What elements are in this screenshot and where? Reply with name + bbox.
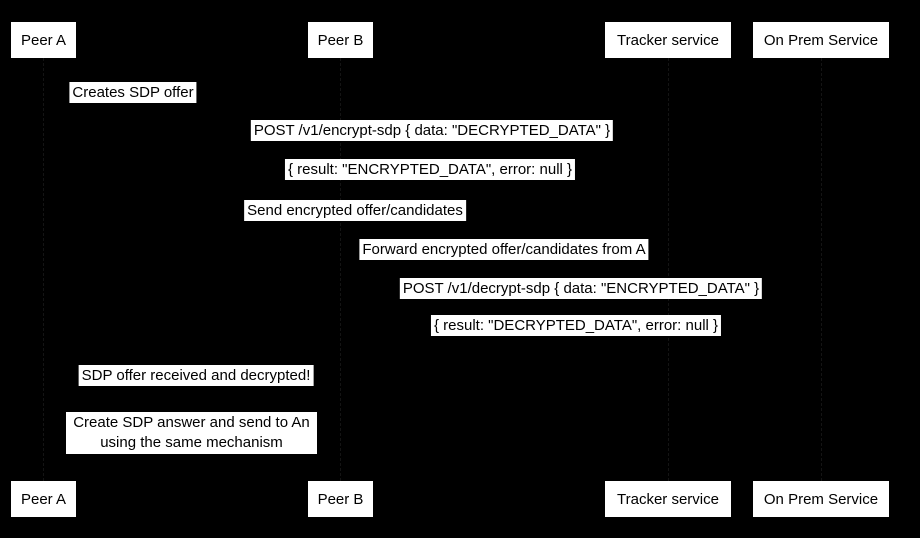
note-line-2: using the same mechanism — [100, 434, 283, 451]
actor-peer-b-bottom: Peer B — [308, 481, 373, 517]
message-creates-sdp-offer: Creates SDP offer — [69, 82, 197, 103]
message-post-decrypt-sdp: POST /v1/decrypt-sdp { data: "ENCRYPTED_… — [399, 278, 763, 299]
message-sdp-offer-received: SDP offer received and decrypted! — [78, 365, 314, 386]
message-encrypt-result: { result: "ENCRYPTED_DATA", error: null … — [284, 159, 576, 180]
note-create-sdp-answer: Create SDP answer and send to An using t… — [66, 412, 317, 454]
lifeline-peer-b — [340, 58, 341, 481]
note-line-1: Create SDP answer and send to An — [73, 414, 310, 431]
message-send-encrypted-offer: Send encrypted offer/candidates — [244, 200, 466, 221]
actor-peer-b-top: Peer B — [308, 22, 373, 58]
message-post-encrypt-sdp: POST /v1/encrypt-sdp { data: "DECRYPTED_… — [250, 120, 614, 141]
message-forward-encrypted-offer: Forward encrypted offer/candidates from … — [359, 239, 649, 260]
actor-tracker-service-bottom: Tracker service — [605, 481, 731, 517]
actor-on-prem-service-top: On Prem Service — [753, 22, 889, 58]
actor-on-prem-service-bottom: On Prem Service — [753, 481, 889, 517]
lifeline-on-prem-service — [821, 58, 822, 481]
message-decrypt-result: { result: "DECRYPTED_DATA", error: null … — [430, 315, 722, 336]
lifeline-tracker-service — [668, 58, 669, 481]
actor-tracker-service-top: Tracker service — [605, 22, 731, 58]
actor-peer-a-top: Peer A — [11, 22, 76, 58]
actor-peer-a-bottom: Peer A — [11, 481, 76, 517]
lifeline-peer-a — [43, 58, 44, 481]
